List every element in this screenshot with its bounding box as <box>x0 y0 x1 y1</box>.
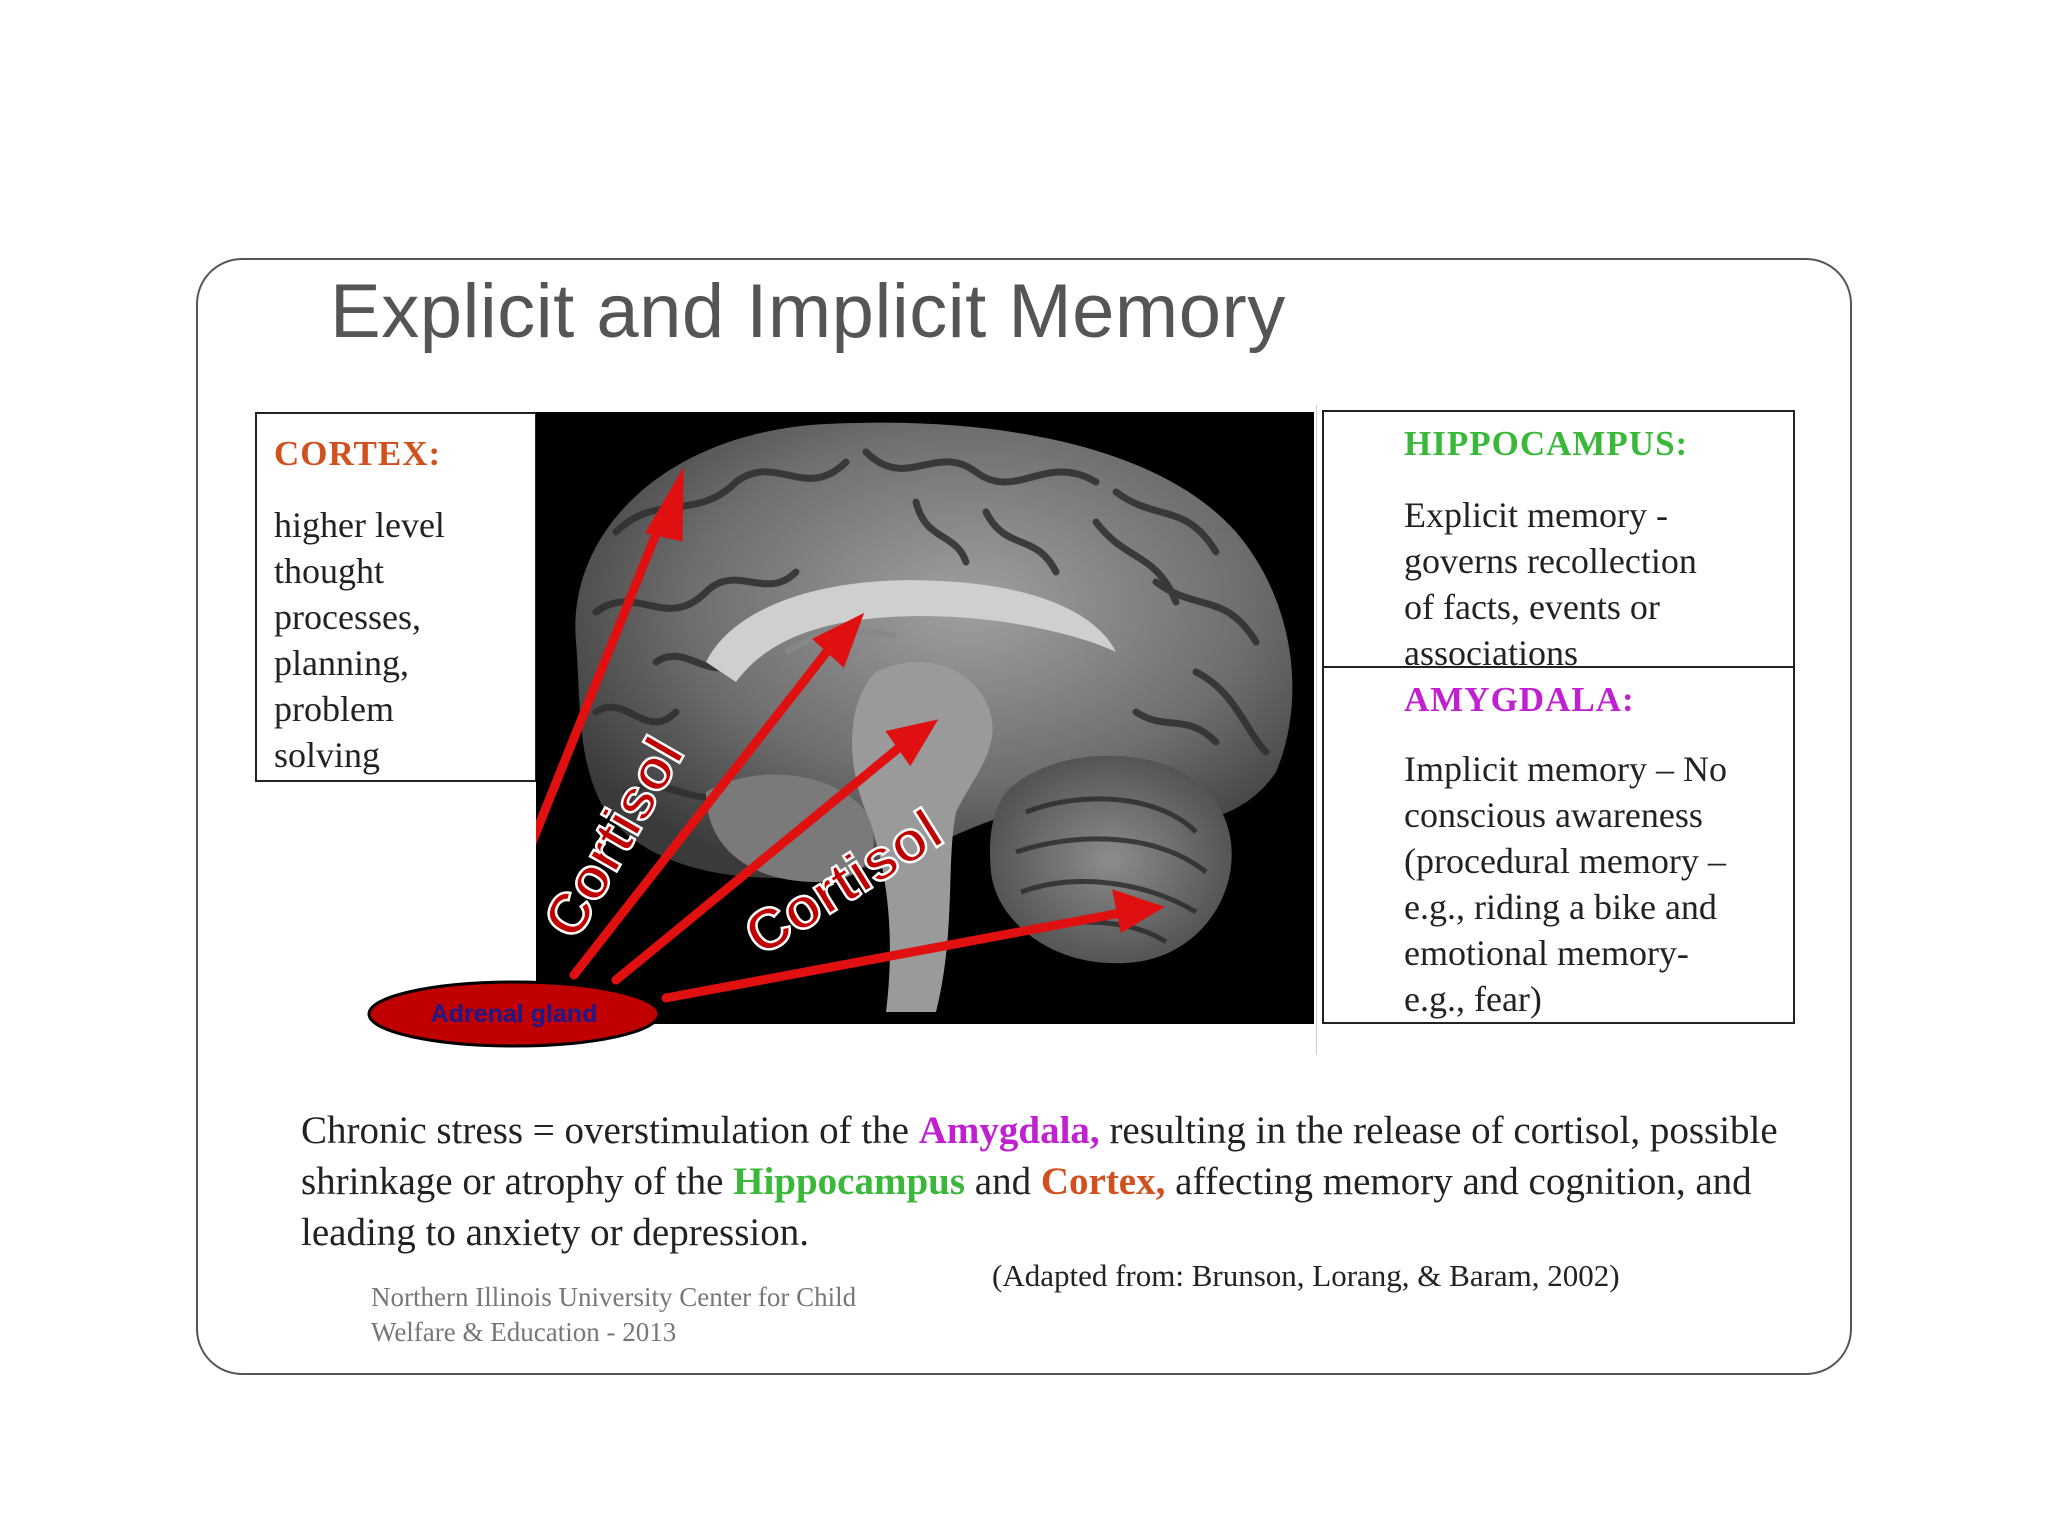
credit-line: Welfare & Education - 2013 <box>371 1317 677 1347</box>
credit-text: Northern Illinois University Center for … <box>371 1280 856 1350</box>
amygdala-line: e.g., riding a bike and <box>1404 887 1717 927</box>
brain-image: Cortisol Cortisol <box>536 412 1314 1024</box>
cortex-line: higher level <box>274 505 445 545</box>
cortex-heading: CORTEX: <box>274 434 442 473</box>
caption-cortex: Cortex, <box>1040 1160 1166 1203</box>
cortex-box: CORTEX: higher level thought processes, … <box>255 412 537 782</box>
caption-text: resulting in the release of cortisol, po… <box>301 1109 1778 1203</box>
cortex-line: problem <box>274 689 394 729</box>
adrenal-gland-label: Adrenal gland <box>431 1000 598 1028</box>
arrow-to-hippocampus <box>611 737 911 985</box>
amygdala-heading: AMYGDALA: <box>1404 680 1635 719</box>
hippocampus-line: Explicit memory - <box>1404 495 1668 535</box>
cortex-description: higher level thought processes, planning… <box>274 502 445 778</box>
amygdala-line: emotional memory- <box>1404 933 1689 973</box>
cortisol-arrows <box>536 466 1165 1003</box>
adrenal-gland: Adrenal gland <box>367 980 661 1048</box>
caption-text: Chronic stress = overstimulation of the <box>301 1109 919 1152</box>
source-citation: (Adapted from: Brunson, Lorang, & Baram,… <box>992 1258 1620 1293</box>
caption-text: and <box>965 1160 1041 1203</box>
caption-text: affecting memory and cognition, and lead… <box>301 1160 1752 1254</box>
slide-title: Explicit and Implicit Memory <box>330 269 1286 354</box>
arrow-to-cortex <box>536 509 669 845</box>
cortex-line: thought <box>274 551 385 591</box>
arrow-to-amygdala <box>661 907 1131 1003</box>
hippocampus-box: HIPPOCAMPUS: Explicit memory - governs r… <box>1322 410 1795 673</box>
amygdala-line: conscious awareness <box>1404 795 1703 835</box>
amygdala-line: (procedural memory – <box>1404 841 1726 881</box>
arrow-head-corpus-callosum <box>812 612 865 668</box>
cortex-line: solving <box>274 735 381 775</box>
hippocampus-line: governs recollection <box>1404 541 1697 581</box>
arrow-to-corpus-callosum <box>569 635 841 980</box>
summary-caption: Chronic stress = overstimulation of the … <box>301 1105 1801 1258</box>
hippocampus-heading: HIPPOCAMPUS: <box>1404 424 1689 463</box>
amygdala-box: AMYGDALA: Implicit memory – No conscious… <box>1322 666 1795 1024</box>
caption-amygdala: Amygdala, <box>918 1109 1100 1152</box>
credit-line: Northern Illinois University Center for … <box>371 1282 857 1312</box>
amygdala-description: Implicit memory – No conscious awareness… <box>1404 746 1727 1022</box>
arrow-head-amygdala <box>1112 889 1165 934</box>
arrow-head-cortex <box>645 466 684 542</box>
arrow-head-hippocampus <box>885 719 939 767</box>
amygdala-line: e.g., fear) <box>1404 979 1542 1019</box>
cortex-line: planning, <box>274 643 409 683</box>
divider-line <box>1316 405 1317 1055</box>
hippocampus-line: of facts, events or <box>1404 587 1660 627</box>
cortex-line: processes, <box>274 597 421 637</box>
amygdala-line: Implicit memory – No <box>1404 749 1727 789</box>
hippocampus-description: Explicit memory - governs recollection o… <box>1404 492 1697 676</box>
caption-hippocampus: Hippocampus <box>733 1160 966 1203</box>
